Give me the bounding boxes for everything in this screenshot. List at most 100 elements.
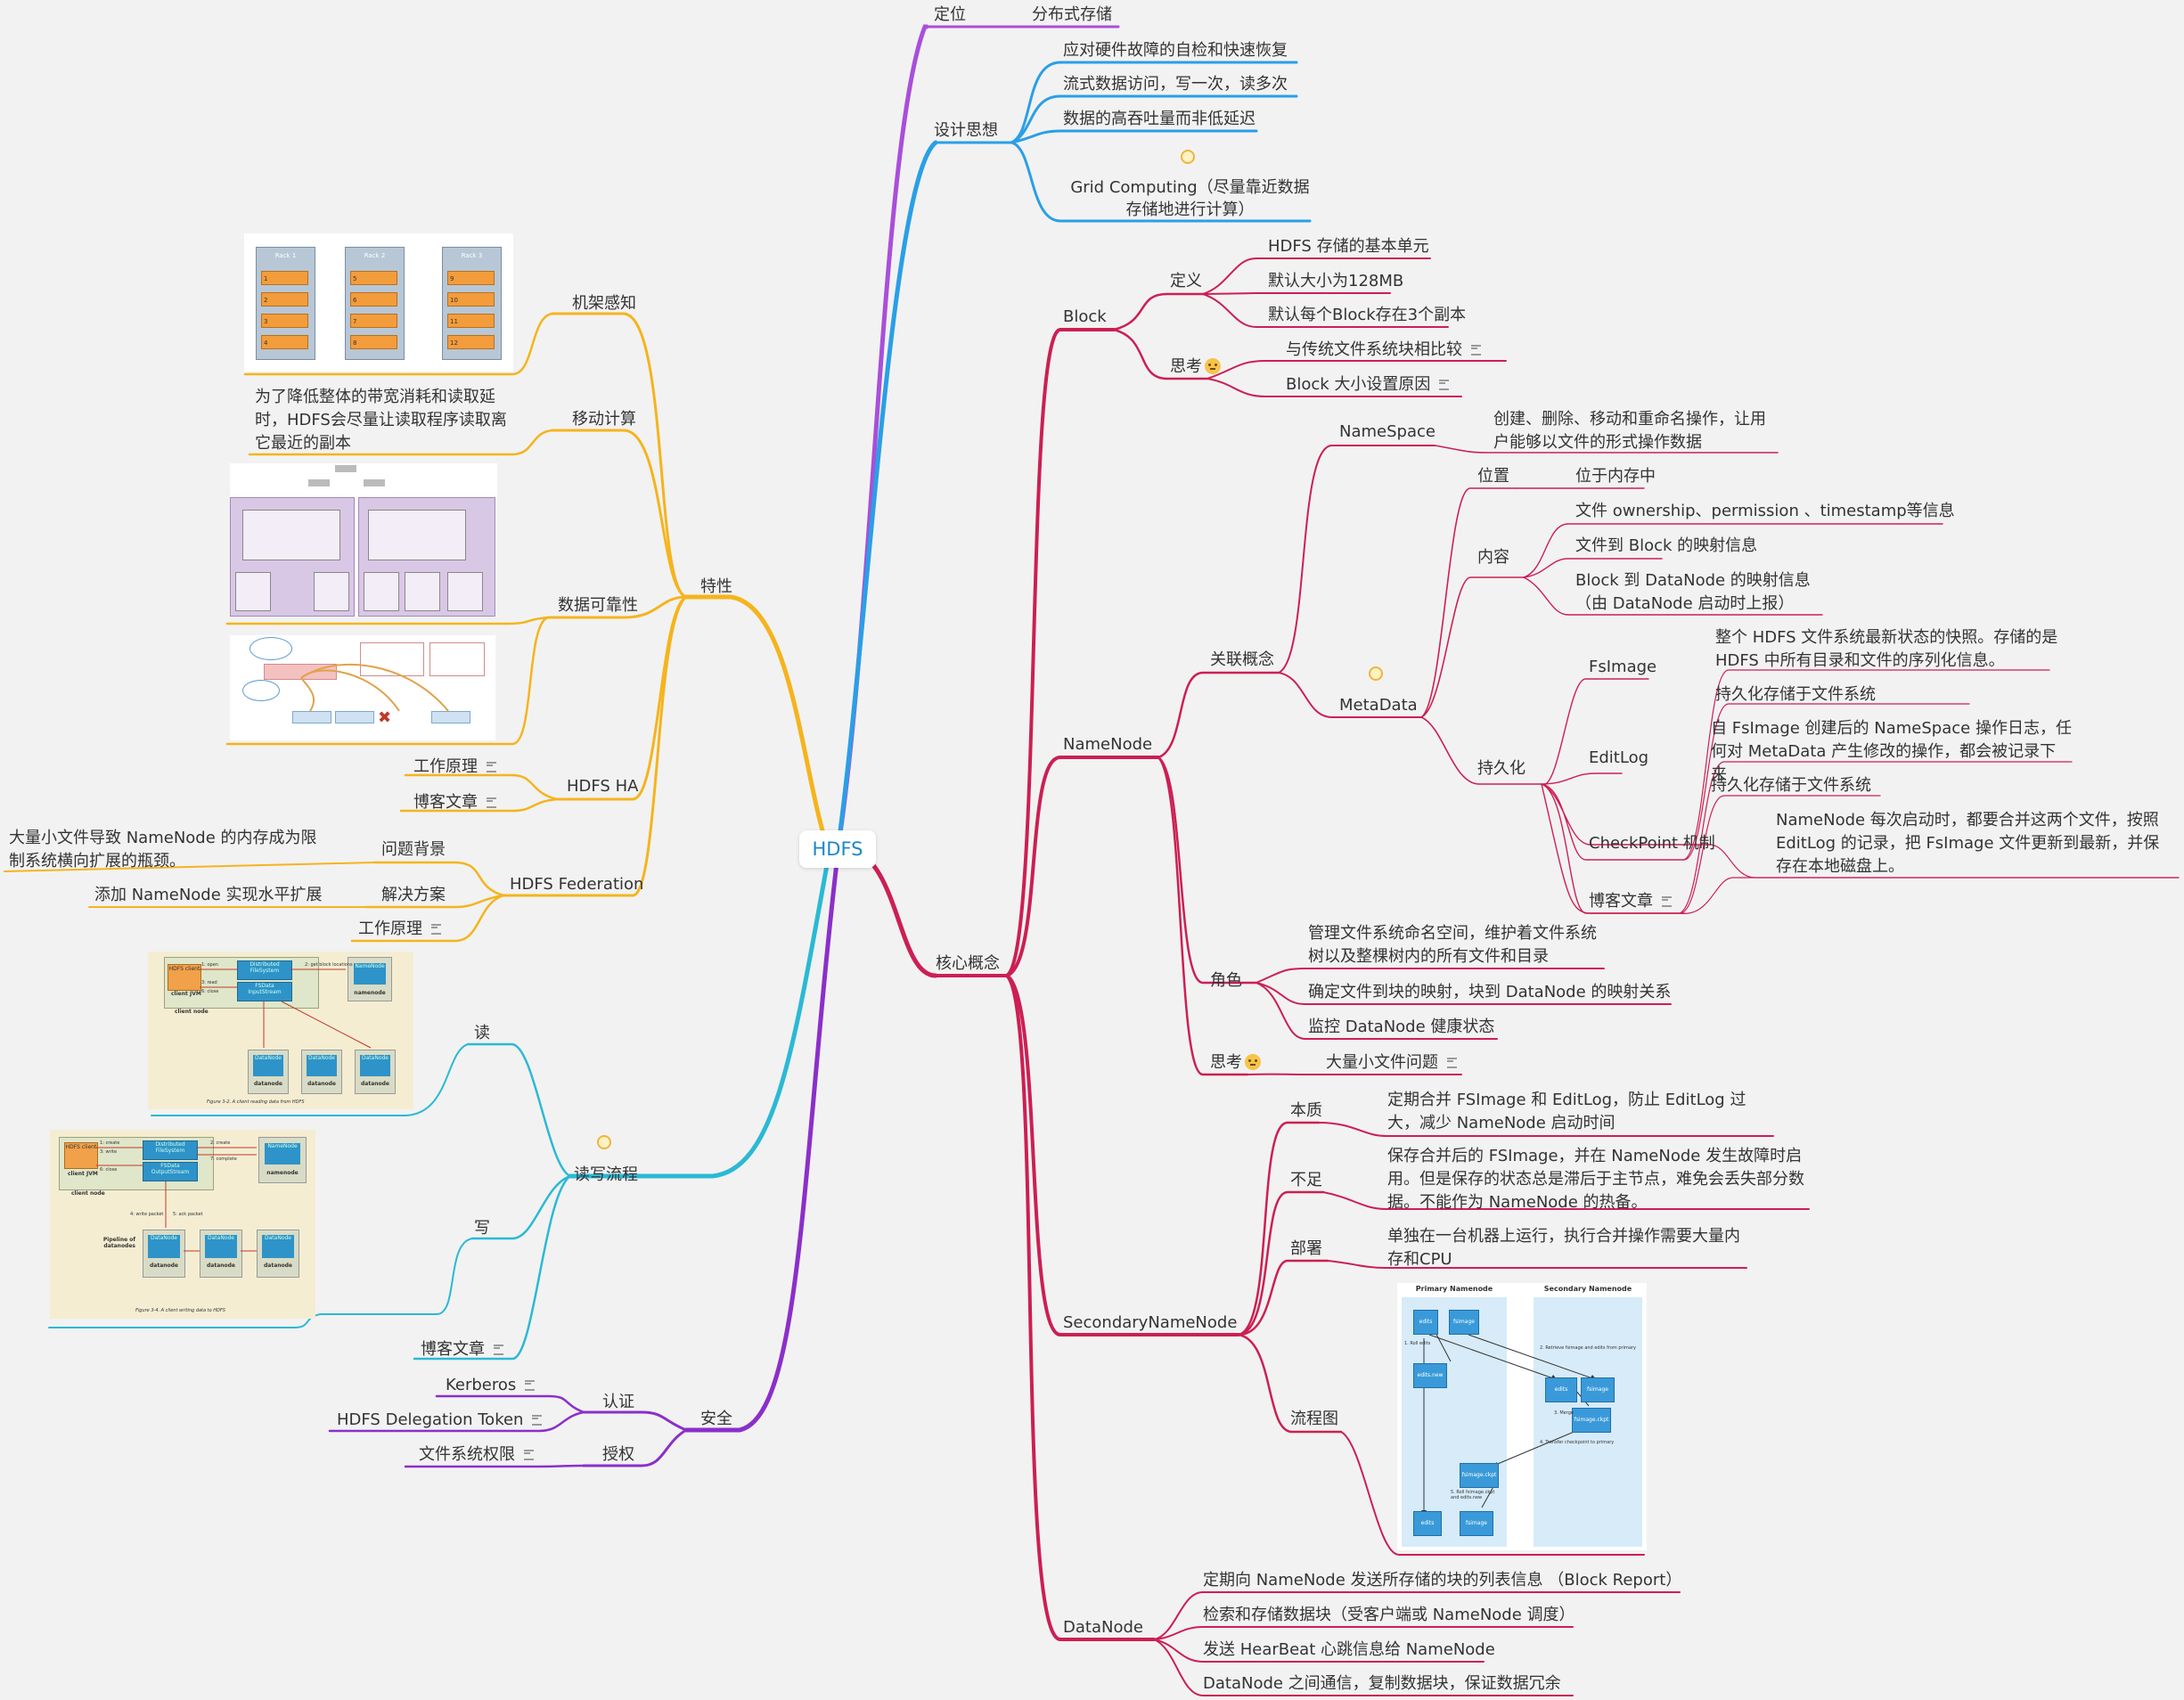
sheji-item-1[interactable]: 应对硬件故障的自检和快速恢复 (1063, 41, 1288, 60)
datanode-item-1[interactable]: 定期向 NameNode 发送所存储的块的列表信息 （Block Report） (1203, 1571, 1682, 1590)
box-fsimage-1: fsimage (1449, 1310, 1479, 1335)
block-think[interactable]: 思考 (1170, 356, 1221, 378)
feature-move[interactable]: 移动计算 (572, 410, 636, 429)
rack-slot: 10 (447, 292, 495, 306)
datanode-item-4[interactable]: DataNode 之间通信，复制数据块，保证数据冗余 (1203, 1674, 1561, 1693)
security-auth-label[interactable]: 认证 (602, 1393, 634, 1411)
note-icon (1439, 380, 1450, 390)
namespace-label[interactable]: NameSpace (1339, 422, 1436, 441)
block-think-1[interactable]: 与传统文件系统块相比较 (1286, 339, 1481, 361)
node-federation[interactable]: HDFS Federation (510, 875, 644, 894)
lightbulb-icon (597, 1135, 611, 1149)
box-edits-1: edits (1413, 1310, 1438, 1335)
root-node[interactable]: HDFS (799, 830, 876, 868)
fsimage-label[interactable]: FsImage (1589, 658, 1657, 676)
editlog-label[interactable]: EditLog (1589, 748, 1649, 767)
node-core[interactable]: 核心概念 (936, 954, 1000, 973)
checkpoint-label[interactable]: CheckPoint 机制 (1589, 834, 1715, 853)
node-namenode[interactable]: NameNode (1063, 735, 1153, 754)
node-sheji[interactable]: 设计思想 (934, 121, 998, 140)
fed-work[interactable]: 工作原理 (358, 918, 441, 940)
rw-write[interactable]: 写 (474, 1219, 490, 1238)
fed-sol-label[interactable]: 解决方案 (381, 886, 446, 904)
meta-content-3[interactable]: Block 到 DataNode 的映射信息（由 DataNode 启动时上报） (1575, 571, 1811, 613)
meta-persist-label[interactable]: 持久化 (1477, 759, 1526, 778)
snn-flow-label[interactable]: 流程图 (1290, 1410, 1338, 1428)
note-icon (1447, 1058, 1457, 1068)
fed-sol[interactable]: 添加 NameNode 实现水平扩展 (94, 886, 323, 904)
step-3: 3. Merge (1554, 1410, 1574, 1416)
meta-content-2[interactable]: 文件到 Block 的映射信息 (1575, 536, 1758, 555)
move-compute-figure (230, 463, 497, 617)
rw-blog[interactable]: 博客文章 (421, 1338, 503, 1361)
editlog-persist[interactable]: 持久化存储于文件系统 (1711, 776, 1871, 795)
datanode-item-3[interactable]: 发送 HearBeat 心跳信息给 NameNode (1203, 1640, 1495, 1659)
snn-lack[interactable]: 保存合并后的 FSImage，并在 NameNode 发生故障时启用。但是保存的… (1387, 1147, 1804, 1212)
node-features[interactable]: 特性 (700, 577, 732, 596)
rack-slot: 4 (261, 335, 308, 349)
rw-read[interactable]: 读 (474, 1024, 490, 1042)
block-def-label[interactable]: 定义 (1170, 272, 1202, 290)
namenode-role-1[interactable]: 管理文件系统命名空间，维护着文件系统树以及整棵树内的所有文件和目录 (1308, 924, 1597, 966)
meta-content-label[interactable]: 内容 (1477, 548, 1509, 567)
node-snn[interactable]: SecondaryNameNode (1063, 1313, 1238, 1332)
namenode-related[interactable]: 关联概念 (1210, 650, 1274, 669)
auth-kerberos[interactable]: Kerberos (446, 1374, 536, 1396)
lightbulb-icon (1181, 150, 1195, 164)
rack-slot: 7 (350, 314, 397, 328)
meta-content-1[interactable]: 文件 ownership、permission 、timestamp等信息 (1575, 502, 1955, 520)
sheji-item-3[interactable]: 数据的高吞吐量而非低延迟 (1063, 110, 1256, 128)
snn-deploy[interactable]: 单独在一台机器上运行，执行合并操作需要大量内存和CPU (1387, 1227, 1740, 1269)
snn-deploy-label[interactable]: 部署 (1290, 1239, 1322, 1258)
checkpoint-desc[interactable]: NameNode 每次启动时，都要合并这两个文件，按照 EditLog 的记录，… (1776, 811, 2160, 876)
thinking-emoji-icon (1205, 358, 1221, 374)
box-editsnew: edits.new (1413, 1363, 1447, 1388)
node-security[interactable]: 安全 (700, 1410, 732, 1428)
meta-pos-value[interactable]: 位于内存中 (1575, 467, 1656, 486)
feature-reliability[interactable]: 数据可靠性 (558, 596, 638, 615)
node-block[interactable]: Block (1063, 307, 1107, 326)
feature-rack[interactable]: 机架感知 (572, 294, 636, 313)
namenode-role-label[interactable]: 角色 (1210, 971, 1242, 990)
block-def-1[interactable]: HDFS 存储的基本单元 (1268, 237, 1429, 256)
sheji-item-2[interactable]: 流式数据访问，写一次，读多次 (1063, 75, 1288, 94)
node-dingwei[interactable]: 定位 (934, 5, 966, 24)
sheji-item-4[interactable]: Grid Computing（尽量靠近数据存储地进行计算） (1070, 178, 1310, 219)
rack-slot: 12 (447, 335, 495, 349)
namespace-desc[interactable]: 创建、删除、移动和重命名操作，让用户能够以文件的形式操作数据 (1493, 410, 1766, 452)
namenode-role-3[interactable]: 监控 DataNode 健康状态 (1308, 1018, 1495, 1036)
fed-bg[interactable]: 大量小文件导致 NameNode 的内存成为限制系统横向扩展的瓶颈。 (9, 829, 317, 870)
snn-nature-label[interactable]: 本质 (1290, 1101, 1322, 1120)
node-datanode[interactable]: DataNode (1063, 1618, 1143, 1637)
node-ha[interactable]: HDFS HA (567, 777, 639, 796)
namenode-think[interactable]: 思考 (1210, 1051, 1261, 1074)
note-icon (487, 797, 496, 808)
note-icon (431, 924, 441, 935)
authz-fs-permission[interactable]: 文件系统权限 (419, 1443, 534, 1466)
namenode-think-item[interactable]: 大量小文件问题 (1326, 1051, 1457, 1074)
auth-delegation-token[interactable]: HDFS Delegation Token (337, 1409, 543, 1431)
node-rw[interactable]: 读写流程 (574, 1165, 638, 1184)
note-icon (487, 762, 496, 772)
metadata-blog[interactable]: 博客文章 (1589, 890, 1672, 912)
reliability-figure: ✖ (230, 635, 495, 740)
node-dingwei-value[interactable]: 分布式存储 (1032, 5, 1112, 24)
block-def-2[interactable]: 默认大小为128MB (1268, 272, 1404, 290)
ha-item-1[interactable]: 工作原理 (413, 756, 496, 778)
ha-item-2[interactable]: 博客文章 (413, 791, 496, 813)
fsimage-persist[interactable]: 持久化存储于文件系统 (1715, 685, 1876, 704)
feature-move-desc[interactable]: 为了降低整体的带宽消耗和读取延时，HDFS会尽量让读取程序读取离它最近的副本 (255, 388, 507, 453)
metadata-label[interactable]: MetaData (1339, 696, 1418, 715)
meta-pos-label[interactable]: 位置 (1477, 467, 1509, 486)
fed-bg-label[interactable]: 问题背景 (381, 840, 446, 859)
namenode-role-2[interactable]: 确定文件到块的映射，块到 DataNode 的映射关系 (1308, 983, 1672, 1001)
snn-nature[interactable]: 定期合并 FSImage 和 EditLog，防止 EditLog 过大，减少 … (1387, 1091, 1746, 1132)
box-ckpt-1: fsimage.ckpt (1460, 1463, 1499, 1488)
snn-lack-label[interactable]: 不足 (1290, 1171, 1322, 1189)
block-def-3[interactable]: 默认每个Block存在3个副本 (1268, 306, 1467, 324)
security-authz-label[interactable]: 授权 (602, 1445, 634, 1464)
editlog-desc[interactable]: 自 FsImage 创建后的 NameSpace 操作日志，任何对 MetaDa… (1711, 719, 2072, 784)
datanode-item-2[interactable]: 检索和存储数据块（受客户端或 NameNode 调度） (1203, 1606, 1575, 1624)
fsimage-desc[interactable]: 整个 HDFS 文件系统最新状态的快照。存储的是 HDFS 中所有目录和文件的序… (1715, 628, 2058, 670)
block-think-2[interactable]: Block 大小设置原因 (1286, 373, 1450, 396)
